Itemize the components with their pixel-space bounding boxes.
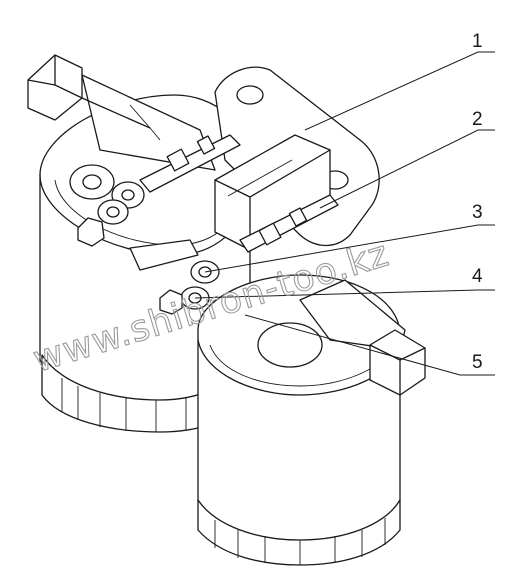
fuel-line <box>139 134 339 253</box>
callout-1: 1 <box>472 31 483 52</box>
right-filter-canister <box>197 274 426 566</box>
callout-2: 2 <box>472 109 483 130</box>
leader-lines <box>194 51 495 376</box>
callout-4: 4 <box>472 266 483 287</box>
callout-5: 5 <box>472 352 483 373</box>
left-hex-plug <box>27 54 216 171</box>
callout-3: 3 <box>472 202 483 223</box>
